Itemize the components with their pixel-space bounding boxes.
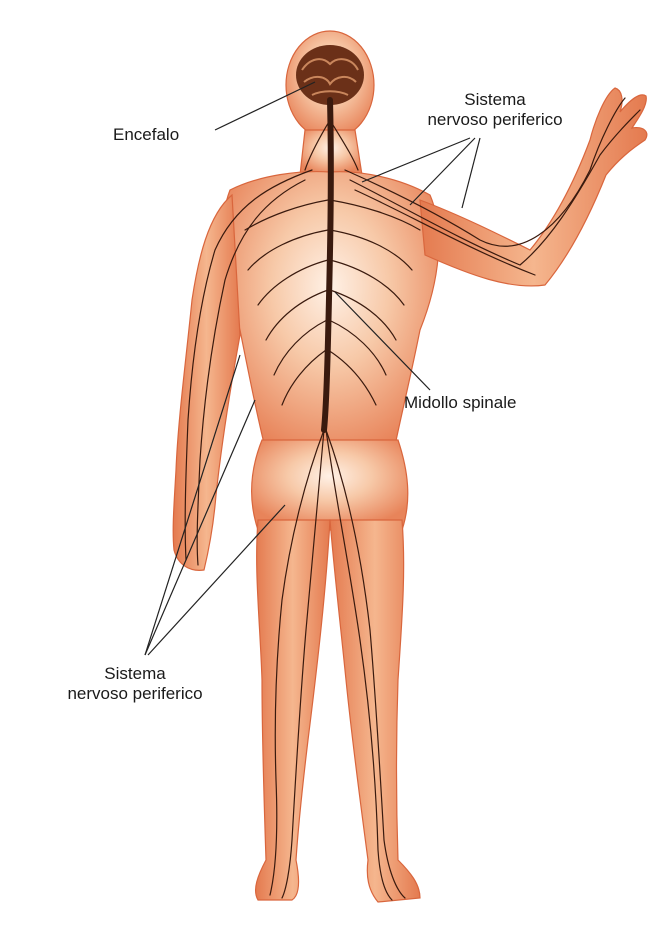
label-midollo-spinale: Midollo spinale bbox=[404, 393, 516, 413]
label-peripheral-nervous-system-top: Sistema nervoso periferico bbox=[410, 90, 580, 130]
label-peripheral-top-line2: nervoso periferico bbox=[410, 110, 580, 130]
label-peripheral-nervous-system-bottom: Sistema nervoso periferico bbox=[50, 664, 220, 704]
right-leg bbox=[330, 520, 420, 902]
hanging-arm bbox=[173, 195, 240, 570]
brain bbox=[296, 45, 364, 105]
label-encefalo: Encefalo bbox=[113, 125, 179, 145]
label-peripheral-bottom-line2: nervoso periferico bbox=[50, 684, 220, 704]
label-peripheral-bottom-line1: Sistema bbox=[50, 664, 220, 684]
left-leg bbox=[256, 520, 330, 900]
label-peripheral-top-line1: Sistema bbox=[410, 90, 580, 110]
body-silhouette bbox=[173, 31, 647, 902]
